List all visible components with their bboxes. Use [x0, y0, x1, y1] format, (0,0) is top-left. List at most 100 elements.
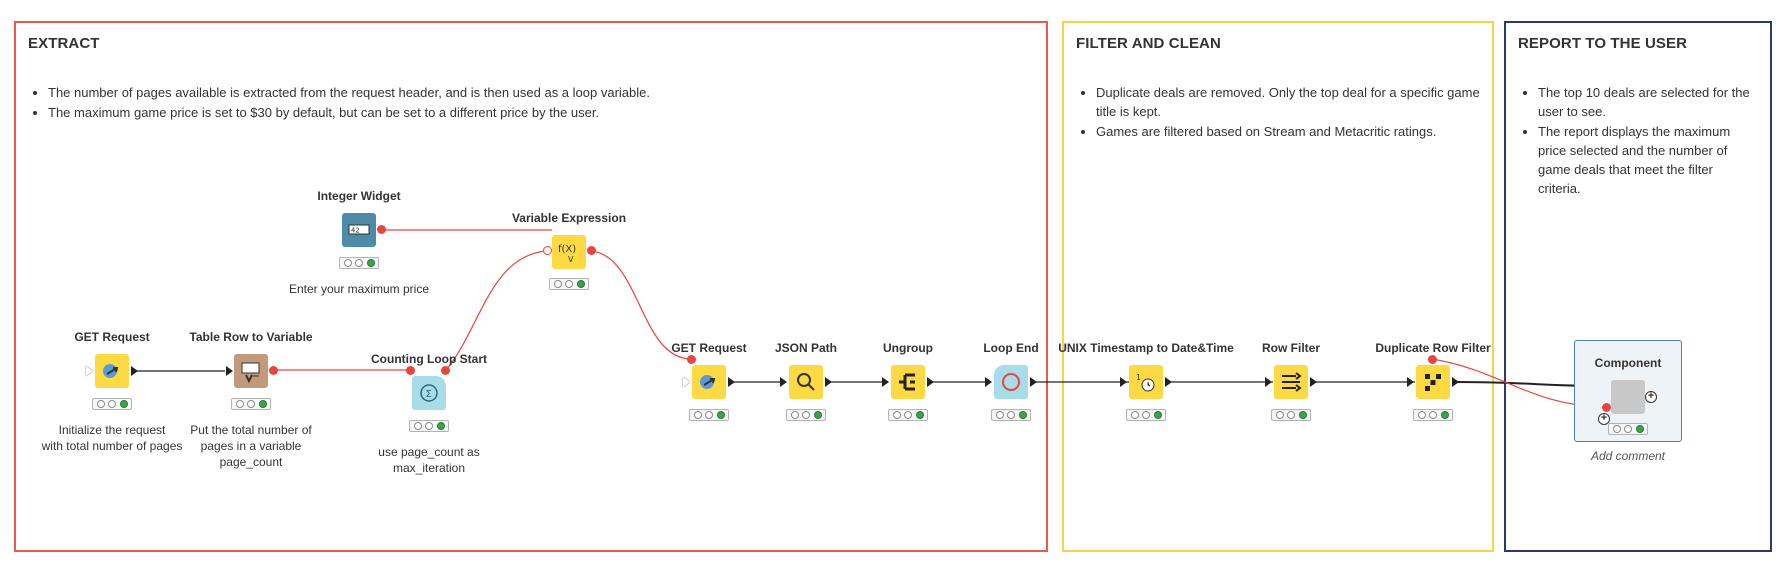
- annotation-report-title: REPORT TO THE USER: [1518, 35, 1688, 52]
- node-title-get-request: GET Request: [74, 330, 150, 344]
- variable-input-port[interactable]: [1602, 403, 1611, 412]
- variable-input-port[interactable]: [406, 366, 415, 375]
- variable-connection: [445, 250, 548, 371]
- variable-input-port[interactable]: [687, 355, 696, 364]
- loop-start-icon: Σ: [420, 384, 438, 402]
- node-row-filter[interactable]: [1274, 365, 1308, 399]
- node-title-integer-widget: Integer Widget: [317, 189, 401, 203]
- variable-input-port[interactable]: [543, 246, 552, 255]
- input-port[interactable]: [1265, 377, 1272, 387]
- ungroup-icon: [899, 373, 915, 391]
- node-status: [1271, 409, 1311, 421]
- globe-arrow-icon: [103, 364, 119, 378]
- node-comment-counting-loop-start: use page_count as max_iteration: [378, 445, 480, 475]
- annotation-filter-bullets: Duplicate deals are removed. Only the to…: [1078, 83, 1486, 142]
- node-title-loop-end: Loop End: [983, 341, 1039, 355]
- output-port[interactable]: [1310, 377, 1317, 387]
- input-port[interactable]: [985, 377, 992, 387]
- input-port[interactable]: [1120, 377, 1127, 387]
- table-to-var-icon: [241, 362, 260, 384]
- node-status: [409, 420, 449, 432]
- add-input-port-icon[interactable]: +: [1598, 413, 1610, 425]
- node-component[interactable]: [1611, 380, 1645, 414]
- input-port[interactable]: [780, 377, 787, 387]
- node-integer-widget[interactable]: 42: [342, 213, 376, 247]
- node-duplicate-row-filter[interactable]: [1416, 365, 1450, 399]
- annotation-filter-title: FILTER AND CLEAN: [1076, 35, 1221, 52]
- input-port[interactable]: [86, 366, 93, 376]
- annotation-report-bullet: The report displays the maximum price se…: [1538, 122, 1756, 198]
- node-title-table-row-to-variable: Table Row to Variable: [189, 330, 313, 344]
- variable-output-port[interactable]: [441, 366, 450, 375]
- node-title-get-request: GET Request: [671, 341, 747, 355]
- output-port[interactable]: [728, 377, 735, 387]
- timestamp-icon: 1: [1136, 373, 1155, 392]
- node-title-counting-loop-start: Counting Loop Start: [371, 352, 487, 366]
- output-port[interactable]: [131, 366, 138, 376]
- node-status: [1126, 409, 1166, 421]
- row-filter-icon: [1282, 372, 1302, 392]
- annotation-extract-bullet: The maximum game price is set to $30 by …: [48, 103, 1048, 122]
- node-table-row-to-variable[interactable]: [234, 354, 268, 388]
- node-comment-integer-widget: Enter your maximum price: [288, 282, 430, 296]
- output-port[interactable]: [927, 377, 934, 387]
- variable-output-port[interactable]: [1428, 355, 1437, 364]
- node-status: [339, 257, 379, 269]
- json-path-icon: [797, 373, 815, 391]
- add-comment-link[interactable]: Add comment: [1590, 449, 1666, 463]
- node-get-request-2[interactable]: [692, 365, 726, 399]
- node-status: [786, 409, 826, 421]
- variable-output-port[interactable]: [269, 366, 278, 375]
- node-get-request-1[interactable]: [95, 354, 129, 388]
- integer-input-icon: 42: [348, 224, 370, 235]
- duplicate-filter-icon: [1425, 374, 1441, 391]
- node-title-duplicate-row-filter: Duplicate Row Filter: [1375, 341, 1491, 355]
- variable-output-port[interactable]: [377, 225, 386, 234]
- variable-connection: [590, 250, 693, 360]
- input-port[interactable]: [1407, 377, 1414, 387]
- svg-text:V: V: [568, 255, 574, 264]
- output-port[interactable]: [1030, 377, 1037, 387]
- node-status: [888, 409, 928, 421]
- node-comment-table-row-to-variable: Put the total number of pages in a varia…: [190, 423, 312, 469]
- fx-icon: f(X)V: [558, 244, 576, 264]
- loop-end-icon: [1002, 373, 1020, 391]
- variable-output-port[interactable]: [587, 246, 596, 255]
- node-variable-expression[interactable]: f(X)V: [552, 235, 586, 269]
- output-port[interactable]: [1452, 377, 1459, 387]
- annotation-extract[interactable]: EXTRACT The number of pages available is…: [14, 21, 1048, 552]
- node-status: [549, 278, 589, 290]
- annotation-extract-title: EXTRACT: [28, 35, 100, 52]
- annotation-filter-bullet: Duplicate deals are removed. Only the to…: [1096, 83, 1486, 121]
- input-port[interactable]: [882, 377, 889, 387]
- node-title-unix-timestamp: UNIX Timestamp to Date&Time: [1058, 341, 1234, 355]
- annotation-extract-bullet: The number of pages available is extract…: [48, 83, 1048, 102]
- node-unix-timestamp[interactable]: 1: [1129, 365, 1163, 399]
- svg-text:f(X): f(X): [558, 244, 576, 255]
- node-json-path[interactable]: [789, 365, 823, 399]
- annotation-extract-bullets: The number of pages available is extract…: [30, 83, 1048, 123]
- annotation-filter-bullet: Games are filtered based on Stream and M…: [1096, 122, 1486, 141]
- node-title-row-filter: Row Filter: [1261, 341, 1321, 355]
- output-port[interactable]: [825, 377, 832, 387]
- input-port[interactable]: [683, 377, 690, 387]
- svg-text:Σ: Σ: [426, 389, 432, 400]
- node-title-component: Component: [1594, 356, 1662, 370]
- node-status: [1608, 423, 1648, 435]
- svg-text:42: 42: [351, 227, 359, 235]
- node-ungroup[interactable]: [891, 365, 925, 399]
- node-title-variable-expression: Variable Expression: [511, 211, 627, 225]
- node-status: [92, 398, 132, 410]
- node-status: [231, 398, 271, 410]
- input-port[interactable]: [226, 366, 233, 376]
- annotation-report[interactable]: REPORT TO THE USER The top 10 deals are …: [1504, 21, 1772, 552]
- node-loop-end[interactable]: [994, 365, 1028, 399]
- output-port[interactable]: [1165, 377, 1172, 387]
- node-counting-loop-start[interactable]: Σ: [412, 376, 446, 410]
- add-output-port-icon[interactable]: +: [1645, 391, 1657, 403]
- annotation-report-bullets: The top 10 deals are selected for the us…: [1520, 83, 1756, 199]
- node-status: [689, 409, 729, 421]
- node-title-json-path: JSON Path: [774, 341, 838, 355]
- annotation-filter-and-clean[interactable]: FILTER AND CLEAN Duplicate deals are rem…: [1062, 21, 1494, 552]
